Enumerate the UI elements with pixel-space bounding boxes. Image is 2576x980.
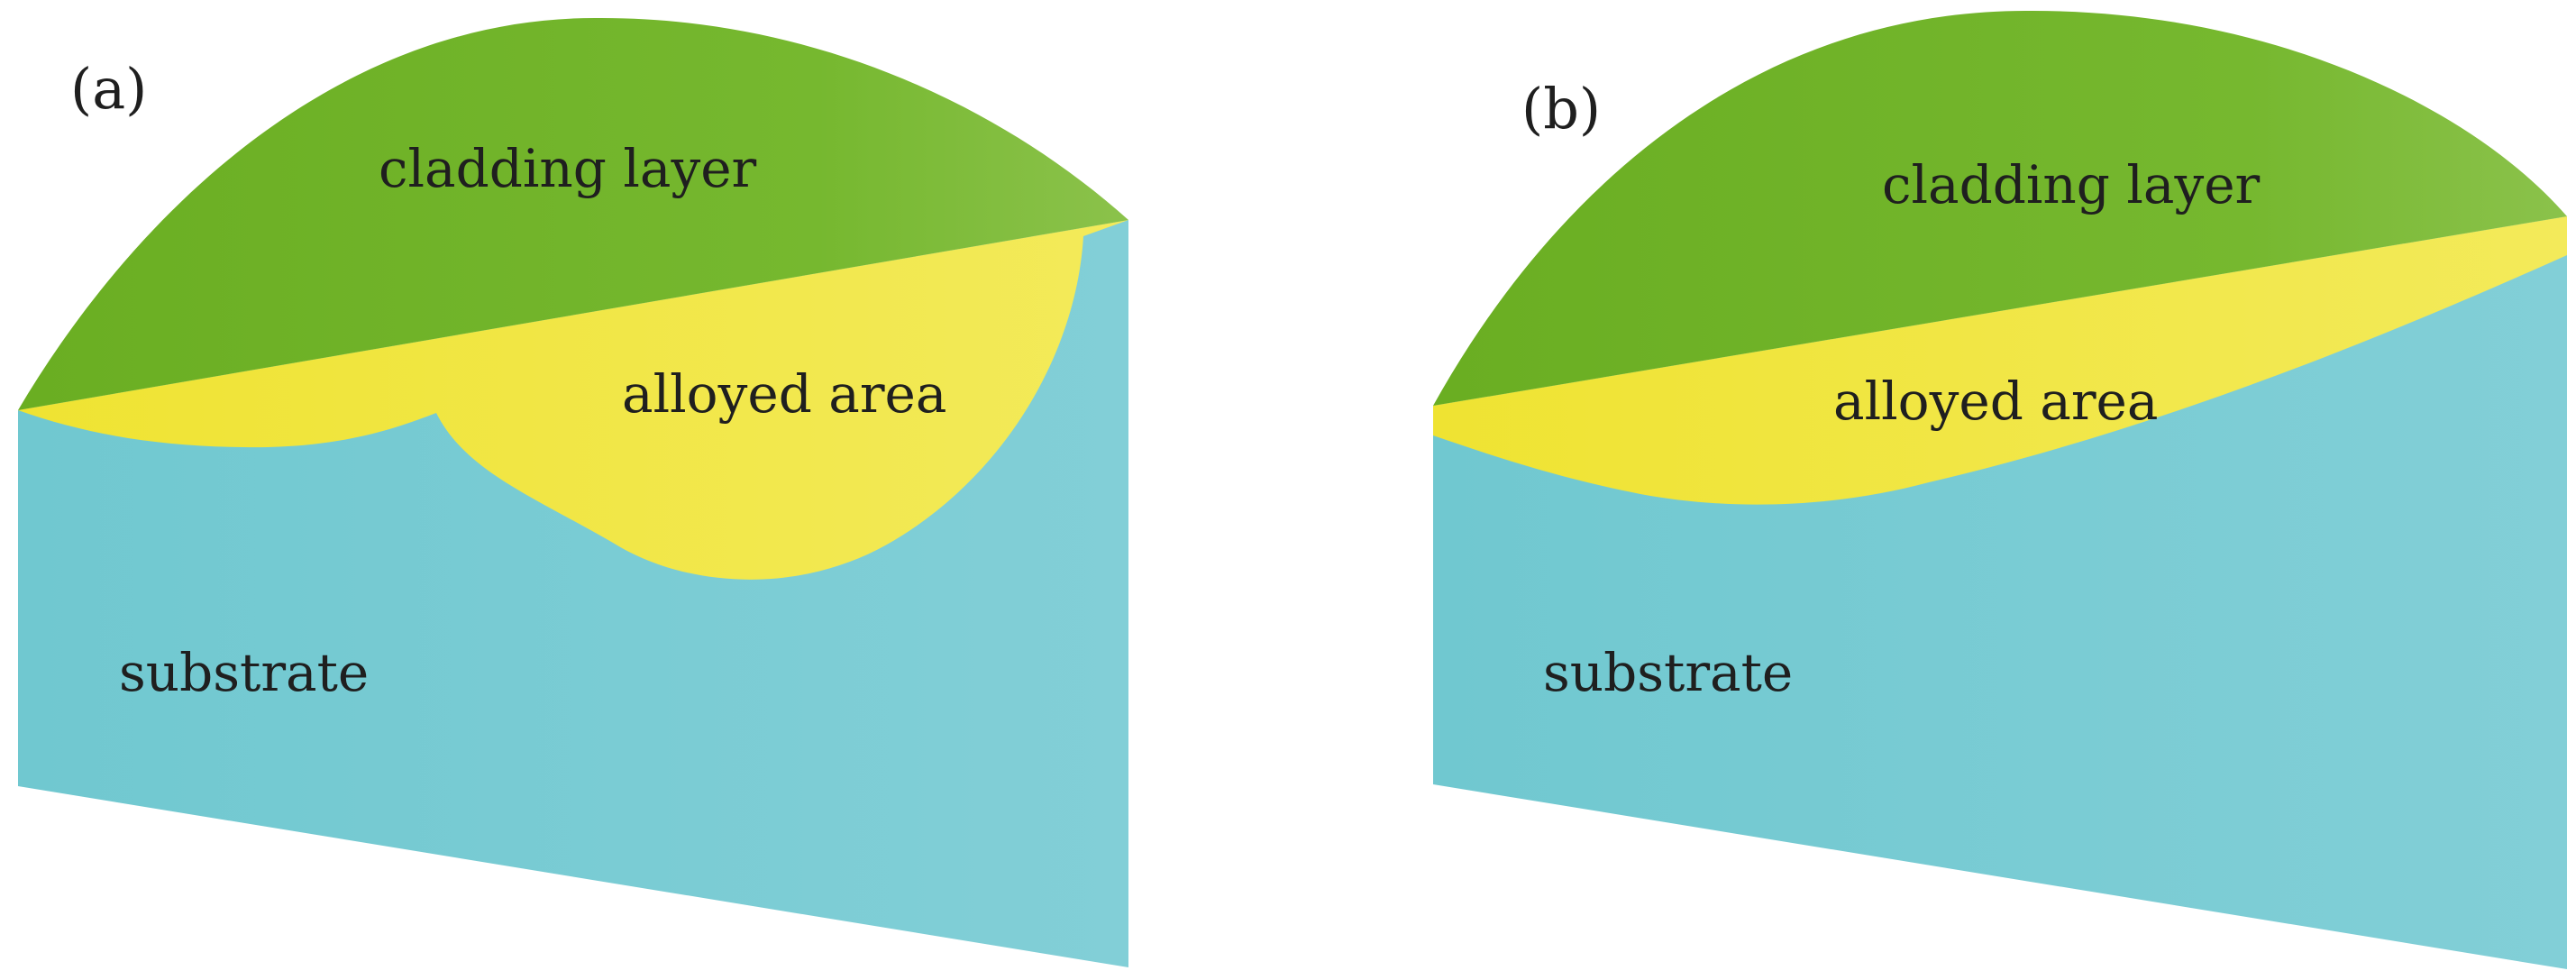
panel-b: (b) cladding layer alloyed area substrat… <box>1433 10 2567 969</box>
substrate-label-a: substrate <box>119 642 369 703</box>
cladding-layer-region-a <box>18 17 1128 411</box>
alloyed-area-region-a <box>18 220 1128 580</box>
panel-a: (a) cladding layer alloyed area substrat… <box>18 17 1128 967</box>
alloyed-area-label-b: alloyed area <box>1833 371 2158 432</box>
substrate-label-b: substrate <box>1543 642 1793 703</box>
panel-label-a: (a) <box>70 56 147 122</box>
cladding-layer-label-a: cladding layer <box>379 138 757 199</box>
panel-label-b: (b) <box>1521 76 1601 142</box>
cladding-layer-region-b <box>1433 10 2567 406</box>
cladding-layer-label-b: cladding layer <box>1882 154 2261 215</box>
alloyed-area-label-a: alloyed area <box>622 363 946 425</box>
alloyed-area-region-b <box>1433 216 2567 505</box>
